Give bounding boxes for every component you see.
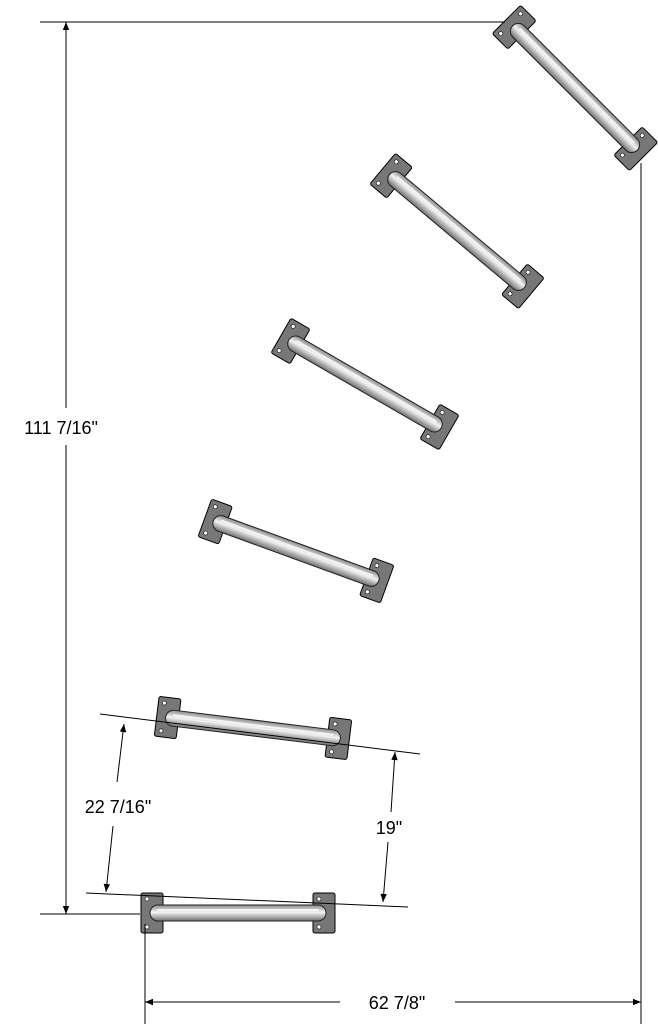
grab-bars bbox=[140, 5, 658, 934]
rise-dimension-line-upper bbox=[390, 751, 398, 813]
lower-spacing-extension-line bbox=[85, 892, 409, 908]
grab-bar-4-right-screw-bottom bbox=[425, 434, 431, 439]
grab-bar-2-right-screw-top bbox=[332, 721, 338, 727]
overall-width-dimension: 62 7/8" bbox=[144, 163, 642, 1024]
grab-bar-4-left-screw-bottom bbox=[276, 348, 282, 353]
grab-bar-1-left-screw-bottom bbox=[144, 924, 150, 930]
rung-spacing-dimension: 22 7/16" bbox=[85, 713, 421, 908]
grab-bar-6-highlight bbox=[519, 28, 635, 144]
grab-bar-3-highlight bbox=[220, 519, 374, 577]
spacing-dimension-line-upper bbox=[116, 723, 127, 783]
grab-bar-3-right-screw-top bbox=[374, 563, 380, 568]
grab-bar-3-left-screw-top bbox=[212, 504, 218, 510]
grab-bar-3-tube bbox=[212, 515, 380, 587]
grab-bar-2-left-screw-bottom bbox=[158, 728, 164, 734]
grab-bar-5-left-screw-top bbox=[393, 159, 399, 165]
grab-bar-3-left-screw-bottom bbox=[203, 530, 208, 536]
grab-bar-1-right-screw-bottom bbox=[316, 924, 322, 930]
grab-bar-5-right-screw-top bbox=[525, 270, 531, 275]
grab-bar-2-highlight bbox=[172, 714, 334, 736]
overall-width-label: 62 7/8" bbox=[369, 993, 425, 1013]
grab-bar-1-left-screw-top bbox=[144, 896, 150, 902]
grab-bar-4 bbox=[271, 318, 459, 450]
grab-bar-2-left-screw-top bbox=[162, 700, 167, 706]
grab-bar-3-right-screw-bottom bbox=[365, 589, 370, 595]
grab-bar-5 bbox=[370, 153, 544, 309]
grab-bar-6-tube bbox=[509, 22, 641, 154]
upper-spacing-extension-line bbox=[99, 713, 421, 755]
overall-height-dimension: 111 7/16" bbox=[24, 21, 505, 915]
grab-bar-2-right-screw-bottom bbox=[329, 749, 334, 755]
grab-bar-4-highlight bbox=[296, 340, 437, 423]
grab-bar-5-right-screw-bottom bbox=[507, 291, 513, 297]
rung-rise-label: 19" bbox=[376, 818, 402, 838]
grab-bar-6-right-screw-bottom bbox=[620, 152, 625, 158]
grab-bar-1-tube bbox=[149, 904, 327, 922]
grab-bar-5-highlight bbox=[396, 176, 522, 282]
grab-bar-2 bbox=[154, 696, 352, 760]
grab-bar-6-left-screw-bottom bbox=[498, 31, 504, 36]
rise-dimension-line-lower bbox=[380, 841, 389, 903]
rung-spacing-label: 22 7/16" bbox=[85, 797, 151, 817]
grab-bar-1 bbox=[140, 892, 336, 934]
grab-bar-6-left-screw-top bbox=[518, 11, 523, 17]
grab-bar-5-tube bbox=[387, 171, 527, 291]
grab-bar-5-left-screw-bottom bbox=[375, 180, 381, 186]
rung-rise-dimension: 19" bbox=[376, 751, 402, 903]
grab-bar-4-right-screw-top bbox=[439, 410, 445, 415]
spacing-dimension-line-lower bbox=[103, 825, 114, 893]
overall-height-label: 111 7/16" bbox=[24, 418, 98, 438]
grab-bar-6 bbox=[492, 5, 658, 171]
grab-bar-6-right-screw-top bbox=[639, 133, 645, 138]
grab-bar-1-right-screw-top bbox=[316, 896, 322, 902]
grab-bar-3 bbox=[198, 499, 394, 603]
grab-bar-4-left-screw-top bbox=[290, 324, 296, 329]
